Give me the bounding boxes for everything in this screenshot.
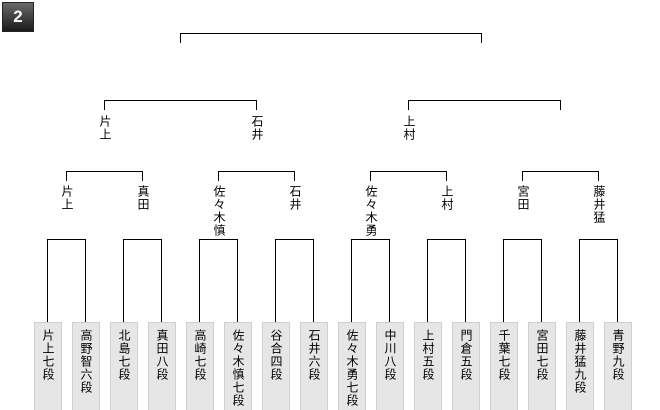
player-name: 佐々木勇七段 xyxy=(345,329,359,407)
round2-winner-label: 宮田 xyxy=(516,185,530,211)
round1-connector-h xyxy=(199,239,238,240)
round2-connector-l xyxy=(218,171,219,181)
final-connector-h xyxy=(180,33,482,34)
player-box[interactable]: 青野九段 xyxy=(604,322,632,410)
player-name: 北島七段 xyxy=(117,329,131,381)
round1-connector-r xyxy=(617,239,618,322)
round2-connector-r xyxy=(598,171,599,181)
round1-connector-l xyxy=(275,239,276,322)
round1-connector-h xyxy=(123,239,162,240)
player-box[interactable]: 真田八段 xyxy=(148,322,176,410)
player-box[interactable]: 上村五段 xyxy=(414,322,442,410)
player-box[interactable]: 高野智六段 xyxy=(72,322,100,410)
player-name: 谷合四段 xyxy=(269,329,283,381)
player-name: 藤井猛九段 xyxy=(573,329,587,394)
round1-connector-l xyxy=(579,239,580,322)
block-number-badge: 2 xyxy=(2,2,34,32)
round2-winner-label: 石井 xyxy=(288,185,302,211)
round2-winner-label: 佐々木勇 xyxy=(364,185,378,237)
round1-connector-r xyxy=(313,239,314,322)
round1-connector-l xyxy=(199,239,200,322)
player-name: 片上七段 xyxy=(41,329,55,381)
round3-winner-label: 石井 xyxy=(250,115,264,141)
round1-connector-l xyxy=(503,239,504,322)
round1-connector-l xyxy=(47,239,48,322)
round2-connector-r xyxy=(446,171,447,181)
player-name: 高野智六段 xyxy=(79,329,93,394)
round1-connector-h xyxy=(351,239,390,240)
round1-connector-h xyxy=(503,239,542,240)
player-box[interactable]: 藤井猛九段 xyxy=(566,322,594,410)
player-box[interactable]: 片上七段 xyxy=(34,322,62,410)
player-name: 高崎七段 xyxy=(193,329,207,381)
round1-connector-r xyxy=(161,239,162,322)
round1-connector-h xyxy=(427,239,466,240)
round3-connector-l xyxy=(104,100,105,110)
round3-connector-l xyxy=(408,100,409,110)
player-box[interactable]: 中川八段 xyxy=(376,322,404,410)
round3-connector-h xyxy=(408,100,561,101)
round3-connector-r xyxy=(256,100,257,110)
round3-connector-h xyxy=(104,100,257,101)
round2-connector-h xyxy=(218,171,295,172)
player-name: 門倉五段 xyxy=(459,329,473,381)
player-box[interactable]: 谷合四段 xyxy=(262,322,290,410)
round1-connector-l xyxy=(351,239,352,322)
round1-connector-h xyxy=(275,239,314,240)
round2-winner-label: 佐々木慎 xyxy=(212,185,226,237)
player-name: 石井六段 xyxy=(307,329,321,381)
round3-winner-label: 上村 xyxy=(402,115,416,141)
round2-connector-h xyxy=(66,171,143,172)
round2-connector-h xyxy=(370,171,447,172)
round1-connector-r xyxy=(389,239,390,322)
round2-winner-label: 片上 xyxy=(60,185,74,211)
round1-connector-r xyxy=(237,239,238,322)
round3-winner-label: 片上 xyxy=(98,115,112,141)
round2-connector-r xyxy=(142,171,143,181)
player-box[interactable]: 高崎七段 xyxy=(186,322,214,410)
round2-connector-l xyxy=(370,171,371,181)
player-box[interactable]: 佐々木勇七段 xyxy=(338,322,366,410)
player-name: 青野九段 xyxy=(611,329,625,381)
player-name: 佐々木慎七段 xyxy=(231,329,245,407)
player-box[interactable]: 千葉七段 xyxy=(490,322,518,410)
round1-connector-l xyxy=(123,239,124,322)
final-connector-r xyxy=(481,33,482,43)
player-name: 千葉七段 xyxy=(497,329,511,381)
round2-connector-l xyxy=(522,171,523,181)
round1-connector-r xyxy=(85,239,86,322)
player-name: 真田八段 xyxy=(155,329,169,381)
round1-connector-r xyxy=(541,239,542,322)
round1-connector-r xyxy=(465,239,466,322)
player-box[interactable]: 門倉五段 xyxy=(452,322,480,410)
round2-winner-label: 藤井猛 xyxy=(592,185,606,224)
final-connector-l xyxy=(180,33,181,43)
player-name: 上村五段 xyxy=(421,329,435,381)
player-box[interactable]: 佐々木慎七段 xyxy=(224,322,252,410)
round2-connector-l xyxy=(66,171,67,181)
round2-connector-h xyxy=(522,171,599,172)
player-box[interactable]: 石井六段 xyxy=(300,322,328,410)
player-name: 中川八段 xyxy=(383,329,397,381)
round1-connector-h xyxy=(47,239,86,240)
round2-connector-r xyxy=(294,171,295,181)
round1-connector-l xyxy=(427,239,428,322)
player-name: 宮田七段 xyxy=(535,329,549,381)
round1-connector-h xyxy=(579,239,618,240)
round2-winner-label: 上村 xyxy=(440,185,454,211)
round2-winner-label: 真田 xyxy=(136,185,150,211)
player-box[interactable]: 北島七段 xyxy=(110,322,138,410)
player-box[interactable]: 宮田七段 xyxy=(528,322,556,410)
round3-connector-r xyxy=(560,100,561,110)
